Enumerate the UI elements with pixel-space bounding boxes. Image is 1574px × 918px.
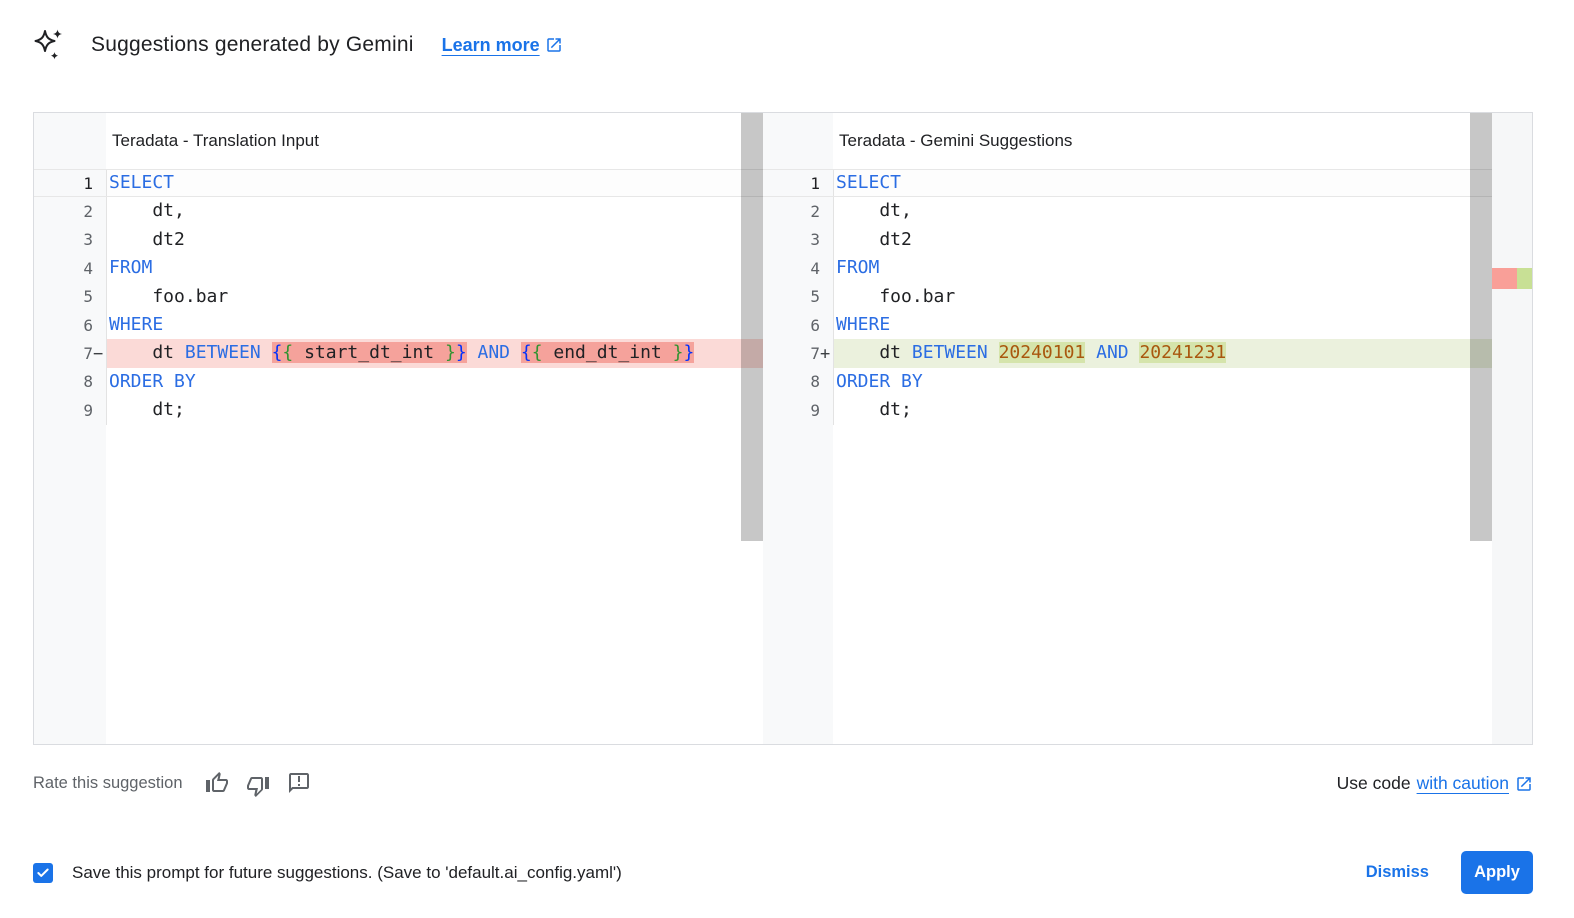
diff-overview-ruler: [1492, 113, 1532, 744]
use-code-text: Use code: [1336, 773, 1411, 793]
feedback-button[interactable]: [287, 771, 311, 795]
line-number: 2: [810, 202, 820, 222]
left-panel-title: Teradata - Translation Input: [112, 131, 319, 150]
overview-added-marker: [1517, 268, 1532, 289]
code-text: dt,: [833, 197, 1532, 226]
suggestions-header: Suggestions generated by Gemini Learn mo…: [33, 28, 563, 62]
page-title: Suggestions generated by Gemini: [91, 33, 414, 56]
code-text: SELECT: [106, 170, 763, 197]
line-number: 7+: [763, 339, 833, 367]
line-number: 5: [810, 287, 820, 307]
code-text: dt;: [833, 396, 1532, 425]
code-text: ORDER BY: [106, 367, 763, 397]
line-number: 7−: [34, 339, 106, 367]
code-line[interactable]: 3 dt2: [763, 225, 1532, 255]
diff-overview-marker: [1492, 268, 1532, 289]
code-line[interactable]: 7− dt BETWEEN {{ start_dt_int }} AND {{ …: [34, 339, 763, 368]
rate-suggestion-row: Rate this suggestion: [33, 769, 311, 797]
line-number: 8: [810, 372, 820, 392]
line-number: 6: [83, 315, 93, 335]
code-text: FROM: [833, 254, 1532, 283]
code-line[interactable]: 5 foo.bar: [763, 282, 1532, 311]
code-line[interactable]: 9 dt;: [34, 396, 763, 425]
line-number: 2: [83, 202, 93, 222]
code-line[interactable]: 2 dt,: [34, 197, 763, 226]
code-text: WHERE: [106, 310, 763, 340]
code-line[interactable]: 4 FROM: [34, 254, 763, 283]
check-icon: [37, 868, 49, 877]
code-line[interactable]: 1 SELECT: [34, 169, 763, 198]
line-number: 1: [810, 173, 820, 193]
thumb-up-button[interactable]: [205, 771, 229, 795]
code-text: FROM: [106, 254, 763, 283]
code-line[interactable]: 8 ORDER BY: [763, 367, 1532, 397]
code-text: dt;: [106, 396, 763, 425]
code-text: WHERE: [833, 310, 1532, 340]
open-in-new-icon: [1517, 776, 1531, 791]
use-code-caution: Use code with caution: [1337, 773, 1533, 794]
dismiss-button[interactable]: Dismiss: [1342, 853, 1453, 892]
line-number: 6: [810, 315, 820, 335]
code-line[interactable]: 4 FROM: [763, 254, 1532, 283]
save-prompt-checkbox[interactable]: [33, 862, 53, 883]
code-text: dt2: [106, 225, 763, 255]
diff-sign: −: [93, 343, 104, 364]
bottom-action-bar: Save this prompt for future suggestions.…: [33, 851, 1533, 894]
line-number: 1: [83, 173, 93, 193]
overview-removed-marker: [1492, 268, 1517, 289]
code-line[interactable]: 2 dt,: [763, 197, 1532, 226]
feedback-icon: [288, 773, 309, 793]
diff-sign: +: [820, 343, 831, 364]
code-line[interactable]: 9 dt;: [763, 396, 1532, 425]
thumb-down-icon: [246, 777, 269, 797]
thumb-down-button[interactable]: [246, 771, 270, 797]
code-line[interactable]: 8 ORDER BY: [34, 367, 763, 397]
line-number: 9: [83, 400, 93, 420]
code-line[interactable]: 7+ dt BETWEEN 20240101 AND 20241231: [763, 339, 1532, 368]
code-text: dt,: [106, 197, 763, 226]
code-text: foo.bar: [833, 282, 1532, 311]
right-editor-scrollbar[interactable]: [1470, 113, 1492, 541]
line-number: 4: [83, 258, 93, 278]
left-editor-scrollbar[interactable]: [741, 113, 763, 541]
line-number: 5: [83, 287, 93, 307]
code-text: dt BETWEEN {{ start_dt_int }} AND {{ end…: [106, 339, 763, 368]
right-panel-title: Teradata - Gemini Suggestions: [839, 131, 1073, 150]
line-number: 9: [810, 400, 820, 420]
with-caution-link[interactable]: with caution: [1416, 773, 1509, 793]
rate-label: Rate this suggestion: [33, 773, 183, 792]
code-line[interactable]: 3 dt2: [34, 225, 763, 255]
line-number: 3: [810, 230, 820, 250]
line-number: 4: [810, 258, 820, 278]
learn-more-link[interactable]: Learn more: [442, 35, 563, 56]
apply-button[interactable]: Apply: [1461, 851, 1533, 894]
gemini-sparkle-icon: [33, 28, 65, 62]
code-line[interactable]: 5 foo.bar: [34, 282, 763, 311]
code-line[interactable]: 6 WHERE: [34, 310, 763, 340]
open-in-new-icon: [546, 38, 561, 52]
code-text: ORDER BY: [833, 367, 1532, 397]
code-line[interactable]: 6 WHERE: [763, 310, 1532, 340]
code-text: dt2: [833, 225, 1532, 255]
code-text: SELECT: [833, 170, 1532, 197]
line-number-gutter: [763, 113, 833, 744]
save-prompt-label: Save this prompt for future suggestions.…: [72, 862, 622, 882]
code-text: foo.bar: [106, 282, 763, 311]
code-line[interactable]: 1 SELECT: [763, 169, 1532, 198]
line-number: 3: [83, 230, 93, 250]
code-text: dt BETWEEN 20240101 AND 20241231: [833, 339, 1532, 368]
line-number-gutter: [34, 113, 106, 744]
thumb-up-icon: [205, 772, 228, 792]
line-number: 8: [83, 372, 93, 392]
